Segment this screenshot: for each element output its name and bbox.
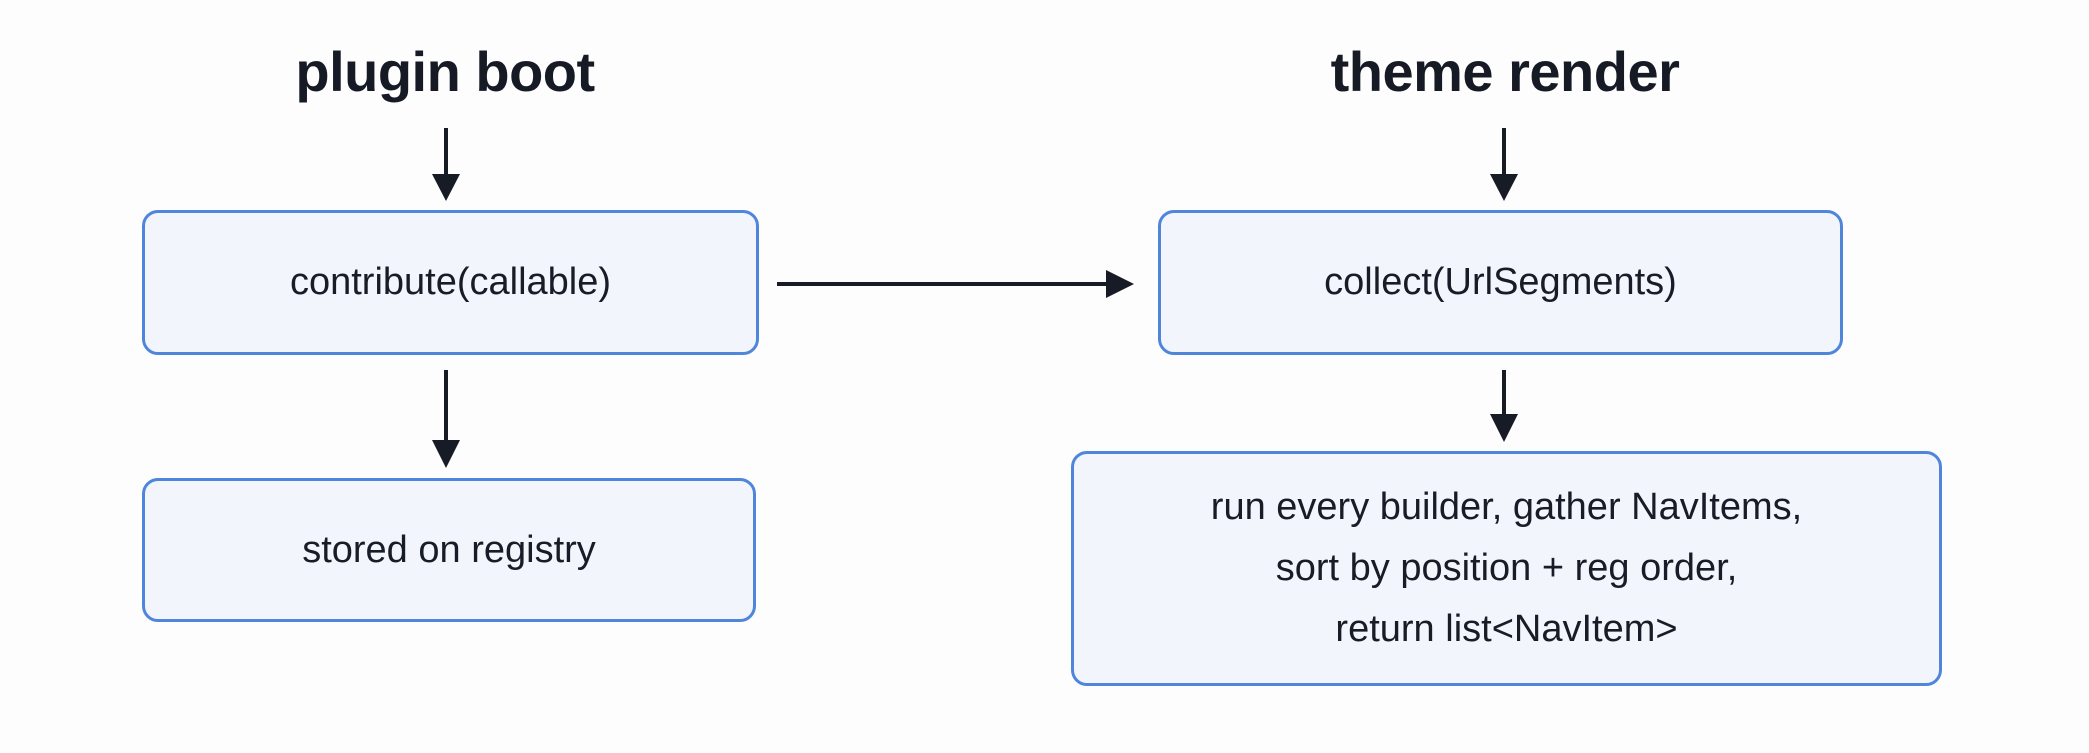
arrow-contribute-to-collect [777, 270, 1134, 298]
builder-line-2: sort by position + reg order, [1275, 547, 1738, 590]
arrow-boot-to-contribute [432, 128, 460, 201]
arrow-collect-to-builder [1490, 370, 1518, 442]
theme-render-heading: theme render [1330, 40, 1680, 103]
builder-box: run every builder, gather NavItems, sort… [1071, 451, 1942, 686]
collect-label: collect(UrlSegments) [1324, 261, 1677, 304]
builder-line-3: return list<NavItem> [1335, 607, 1678, 650]
builder-line-1: run every builder, gather NavItems, [1210, 486, 1803, 529]
arrow-contribute-to-registry [432, 370, 460, 468]
contribute-label: contribute(callable) [289, 261, 612, 304]
registry-box: stored on registry [142, 478, 756, 622]
registry-label: stored on registry [302, 528, 596, 571]
collect-box: collect(UrlSegments) [1158, 210, 1843, 355]
arrow-render-to-collect [1490, 128, 1518, 201]
plugin-boot-heading: plugin boot [295, 40, 595, 103]
contribute-box: contribute(callable) [142, 210, 759, 355]
